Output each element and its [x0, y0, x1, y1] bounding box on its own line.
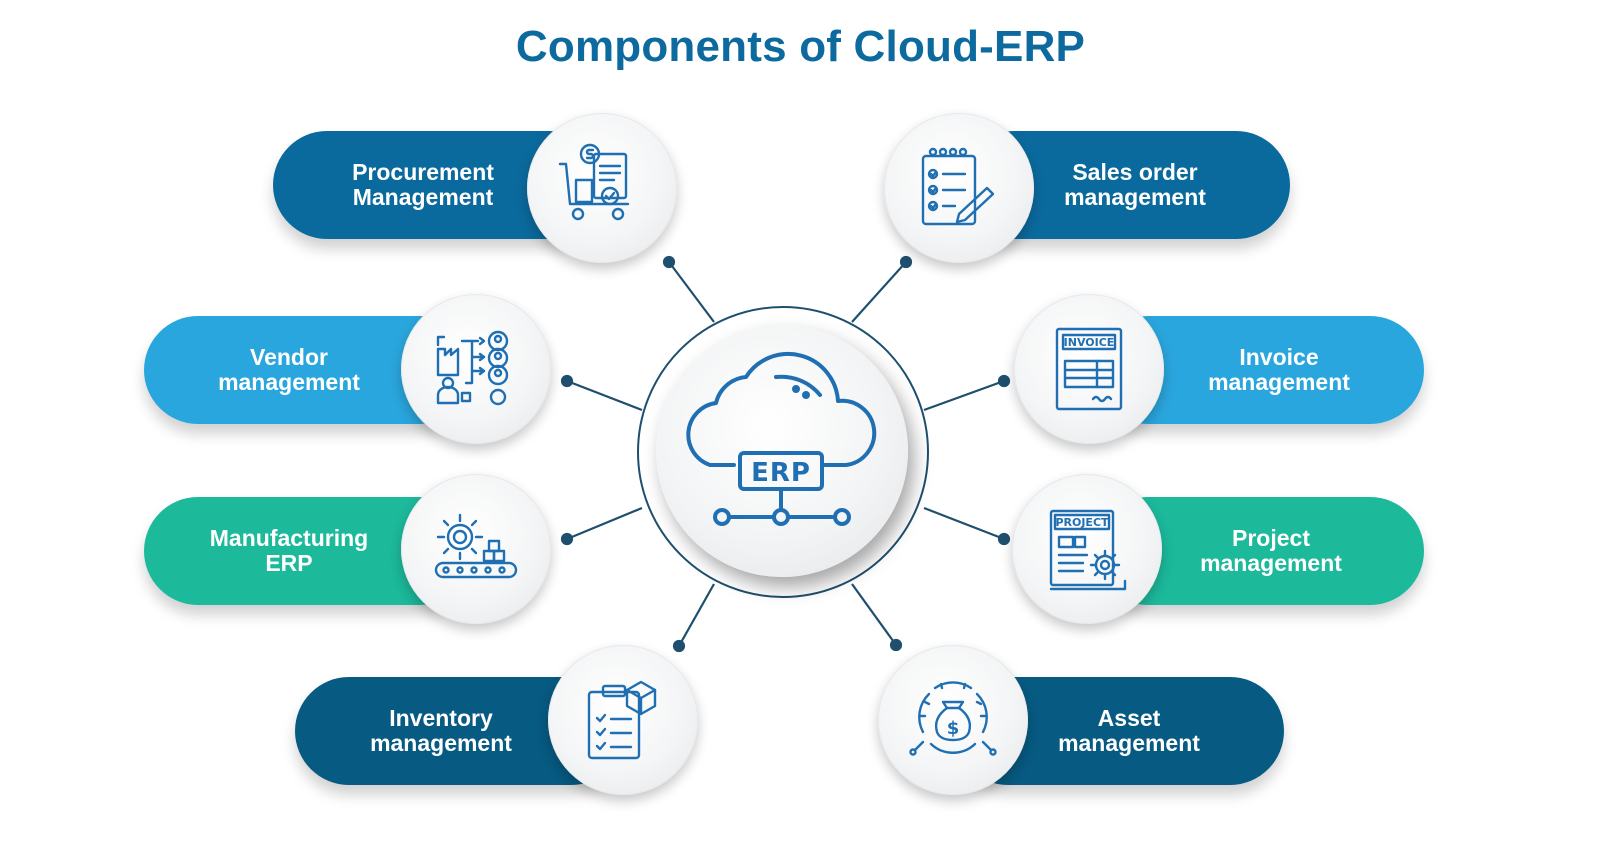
procurement-cart-icon [527, 113, 677, 263]
center-erp-label: ERP [751, 458, 811, 488]
vendor-network-icon [401, 294, 551, 444]
svg-text:INVOICE: INVOICE [1064, 336, 1115, 349]
svg-text:PROJECT: PROJECT [1055, 516, 1109, 529]
checklist-notepad-icon [884, 113, 1034, 263]
project-document-icon: PROJECT [1012, 474, 1162, 624]
invoice-document-icon: INVOICE [1014, 294, 1164, 444]
gear-conveyor-icon [401, 474, 551, 624]
cloud-erp-icon [656, 325, 908, 577]
diagram-title: Components of Cloud-ERP [515, 22, 1086, 71]
svg-text:$: $ [947, 718, 960, 739]
clipboard-box-icon [548, 645, 698, 795]
money-bag-gauge-icon: $ [878, 645, 1028, 795]
